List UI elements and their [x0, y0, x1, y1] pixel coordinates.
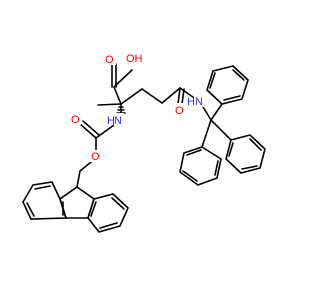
phenyl-bottom-ring [179, 146, 222, 186]
phenyl-right-double-2 [241, 165, 258, 170]
phenyl-top-double-1 [209, 72, 216, 89]
bond-side-ch2-co [161, 87, 181, 104]
amide-n-label: N [195, 96, 203, 108]
phenyl-top-double-2 [232, 69, 245, 81]
bond-amide-c-o [177, 87, 181, 105]
fluorene-right-ring-double-3 [90, 201, 97, 217]
atom-labels: OH O N H O O O N H [70, 51, 206, 163]
bond-alpha-ch2 [120, 88, 143, 105]
fluorene-five-ring [59, 186, 95, 219]
bond-carbamate-c-o-double [82, 120, 100, 136]
bond-side-ch2-ch2 [141, 88, 163, 104]
bond-ch2-fluorenyl [76, 170, 81, 188]
phenyl-bottom-double-3 [186, 149, 202, 156]
bond-alpha-carboxyl [113, 86, 122, 105]
phenyl-right-ring [225, 134, 266, 174]
bond-carbamate-c-o [79, 123, 97, 139]
fluorene-left-ring-double-2 [26, 202, 35, 217]
carbamate-ester-o-label: O [91, 151, 100, 163]
amide-h-label: H [187, 96, 195, 108]
bond-trityl-bottom-phenyl [201, 119, 212, 148]
phenyl-bottom-double-2 [182, 170, 198, 182]
fluorene-left-ring [22, 181, 68, 220]
phenyl-top-ring [206, 65, 249, 105]
phenyl-right-double-3 [228, 142, 234, 157]
fluorene-right-ring-double-1 [111, 197, 125, 210]
fluorene-right-ring-double-2 [99, 222, 118, 229]
carboxylic-o-label: O [105, 54, 114, 66]
amide-o-label: O [175, 105, 184, 117]
bond-trityl-top-phenyl [210, 103, 223, 121]
carbamate-n-label: N [114, 115, 122, 127]
bond-nh-carbamate-c [95, 124, 115, 139]
bond-lines [22, 63, 266, 233]
fluorene-right-ring [87, 193, 129, 233]
bond-trityl-right-phenyl [210, 119, 232, 141]
canvas-background [0, 0, 300, 300]
carbamate-carbonyl-o-label: O [71, 114, 80, 126]
phenyl-right-double-1 [249, 138, 262, 151]
carboxylic-oh-label: OH [126, 53, 143, 65]
carbamate-h-label: H [107, 115, 115, 127]
molecule-structure: OH O N H O O O N H [0, 0, 300, 300]
bond-carboxyl-c-oh [113, 69, 133, 88]
bond-alpha-methyl [97, 103, 122, 106]
phenyl-bottom-double-1 [214, 160, 219, 176]
phenyl-top-double-3 [223, 95, 241, 101]
fluorene-left-ring-double-1 [34, 185, 51, 190]
